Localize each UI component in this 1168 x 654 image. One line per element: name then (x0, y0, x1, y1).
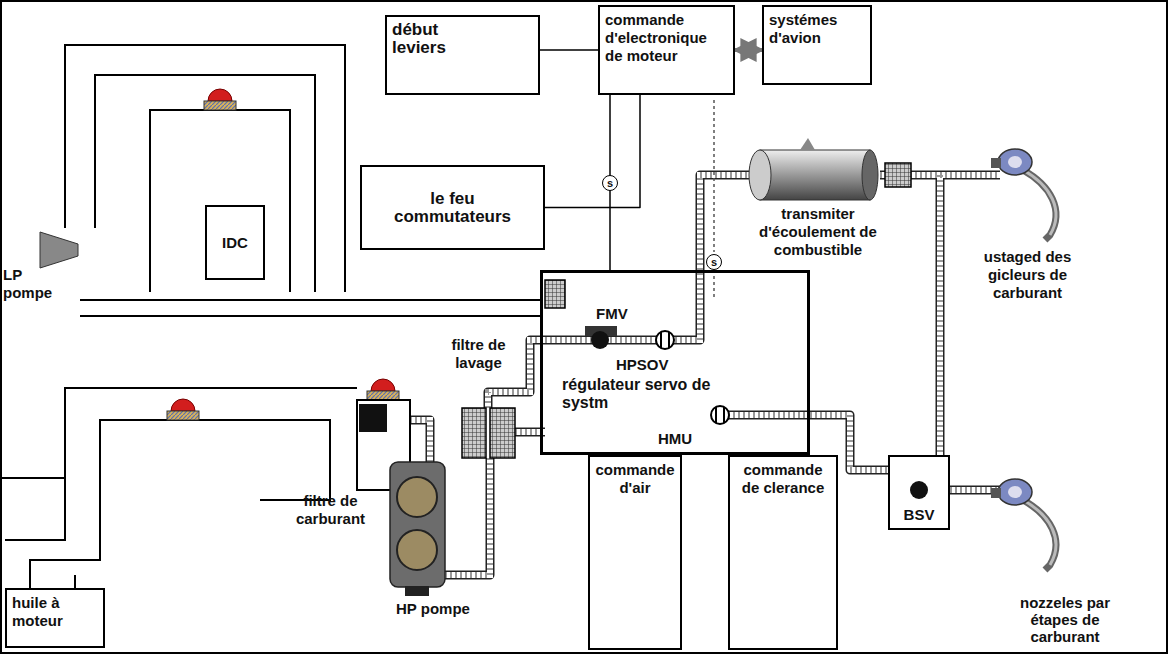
pipe-fill (445, 458, 490, 575)
hp-pump-body (390, 462, 445, 587)
fuel-nozzle (991, 149, 1056, 240)
servo-valve (711, 406, 729, 424)
component-name: commande de clerance (735, 461, 831, 497)
indicator-dome (367, 379, 399, 400)
fmv-valve (591, 331, 609, 349)
component-name: commande d'air (595, 461, 675, 497)
part-label: HPSOV (616, 356, 688, 374)
inline-filter (885, 163, 911, 187)
component-box: HMU (540, 270, 810, 455)
pump-gear (397, 530, 437, 570)
indicator-dome (167, 399, 199, 420)
component-name: BSV (904, 506, 935, 524)
signal-wire (713, 270, 715, 300)
lp-pump-symbol (40, 232, 78, 268)
pipe-fill (937, 175, 943, 455)
component-name: commande d'electronique de moteur (605, 11, 725, 65)
wash-filter (462, 408, 486, 458)
component-name: IDC (222, 234, 248, 252)
fuel-filter-element (359, 404, 387, 432)
connector-stroke (735, 48, 762, 52)
part-label: HP pompe (396, 600, 486, 618)
pipe-fill (728, 412, 810, 418)
hpsov-valve (661, 332, 669, 348)
tank-structure-lower (0, 388, 357, 588)
component-box: commande de clerance (728, 455, 838, 650)
signal-line (545, 95, 640, 208)
connector-stroke (545, 95, 640, 208)
sensor-mark: s (706, 254, 722, 270)
part-label: ustaged des gicleurs de carburant (960, 248, 1095, 302)
signal-line (540, 50, 598, 51)
part-label: LP pompe (3, 266, 61, 302)
flow-transmitter (749, 138, 878, 200)
connector-stroke (540, 49, 598, 51)
pump-gear (397, 477, 437, 517)
component-box: huile à moteur (5, 588, 105, 648)
component-box: IDC (205, 205, 265, 280)
servo-valve (716, 407, 724, 423)
component-name: systémes d'avion (769, 11, 864, 47)
part-label: filtre de lavage (436, 336, 521, 372)
component-box: commande d'air (588, 455, 682, 650)
hpsov-valve (656, 331, 674, 349)
fuel-nozzle (991, 479, 1056, 570)
part-label: nozzeles par étapes de carburant (995, 594, 1135, 645)
part-label: FMV (596, 305, 646, 323)
part-label: filtre de carburant (268, 492, 393, 528)
indicator-dome (204, 89, 236, 110)
part-label: régulateur servo de systm (562, 376, 712, 412)
component-name: HMU (658, 430, 692, 448)
wash-filter (490, 408, 515, 458)
component-name: huile à moteur (12, 594, 98, 630)
pipe-fill (728, 412, 810, 418)
valve-block (545, 280, 565, 308)
component-box: BSV (888, 455, 950, 530)
component-box: début leviers (385, 15, 540, 95)
component-box: le feu commutateurs (360, 165, 545, 250)
part-label: transmiter d'écoulement de combustible (752, 205, 884, 259)
pipe-fill (937, 175, 943, 455)
pipe-fill (410, 420, 430, 462)
pipe-fill (445, 458, 490, 575)
edge-label: s (602, 175, 618, 191)
component-name: le feu commutateurs (383, 190, 523, 226)
component-box: commande d'electronique de moteur (598, 5, 735, 95)
signal-line (735, 50, 762, 51)
bsv-valve (910, 481, 928, 499)
component-box: systémes d'avion (762, 5, 872, 85)
pump-motor (405, 586, 429, 596)
component-name: début leviers (392, 21, 472, 57)
pipe-fill (410, 420, 430, 462)
signal-wire (713, 100, 715, 252)
